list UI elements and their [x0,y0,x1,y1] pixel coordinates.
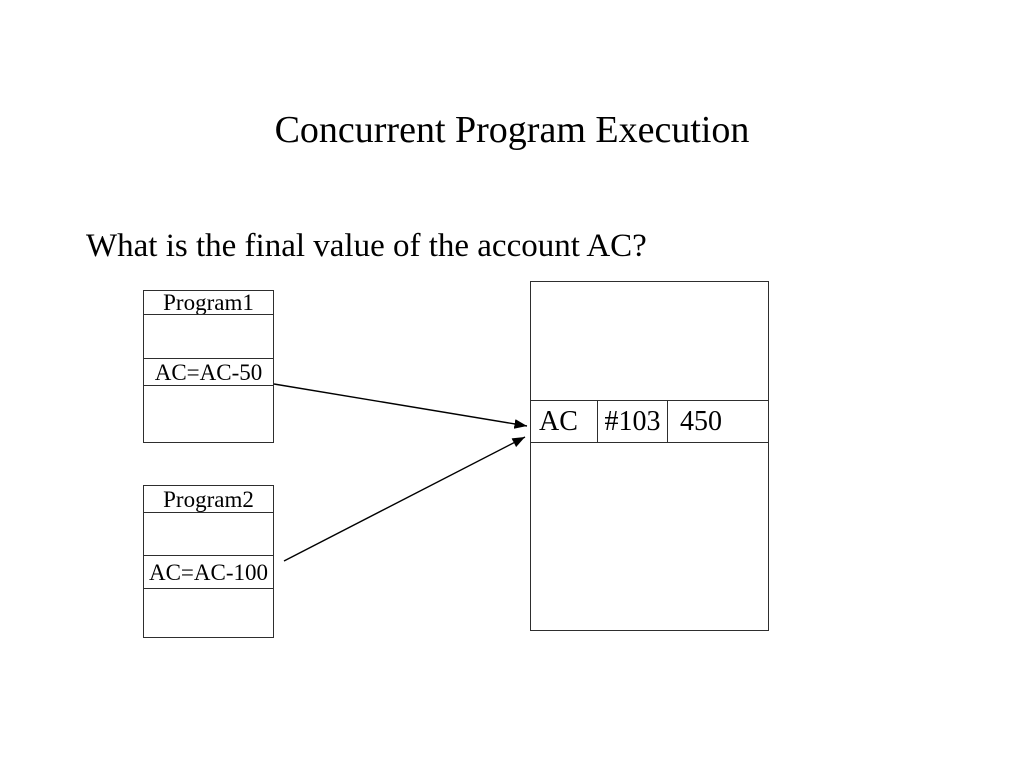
program2-title: Program2 [163,486,254,512]
program1-statement: AC=AC-50 [144,358,273,385]
arrow-program2-to-table [283,436,526,562]
account-record-row: AC #103 450 [531,400,768,443]
arrow-program1-to-table [273,383,528,429]
program2-empty-row [144,512,273,555]
program2-empty-row [144,588,273,637]
program2-box: Program2 AC=AC-100 [143,485,274,638]
program1-empty-row [144,314,273,358]
program1-title: Program1 [163,290,254,315]
program1-box: Program1 AC=AC-50 [143,290,274,443]
slide-title: Concurrent Program Execution [274,109,750,151]
account-table: AC #103 450 [530,281,769,631]
question-text: What is the final value of the account A… [86,228,647,264]
program2-statement: AC=AC-100 [144,555,273,588]
account-id-cell: #103 [598,401,668,442]
account-value-cell: 450 [680,405,722,437]
program1-empty-row [144,385,273,442]
account-field-cell: AC [531,401,598,442]
